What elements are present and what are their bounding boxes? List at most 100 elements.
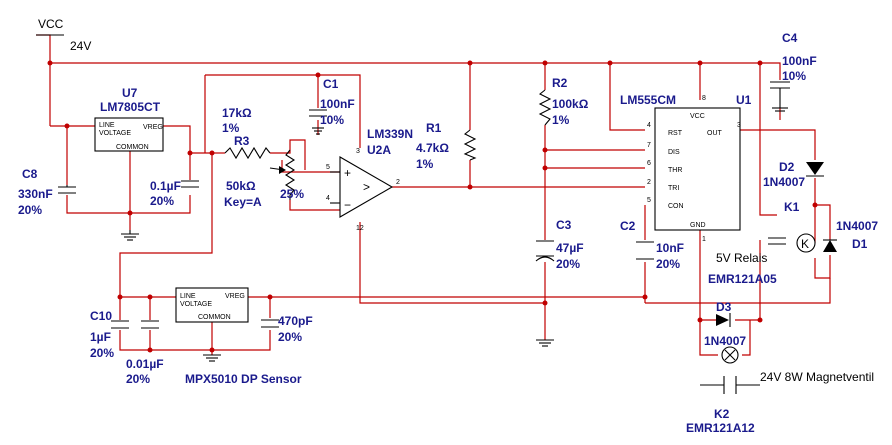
u7-common: COMMON (116, 144, 149, 151)
junctions (47, 60, 818, 353)
u1-thr: THR (668, 167, 682, 174)
capacitor-0-1uf: 0.1µF 20% (150, 179, 199, 208)
u7-part: LM7805CT (100, 100, 161, 114)
r2-ref: R2 (552, 76, 568, 90)
capacitor-470pf: 470pF 20% (261, 314, 313, 344)
r1-tol: 1% (416, 157, 434, 171)
u1-p2: 2 (647, 179, 651, 186)
svg-text:−: − (344, 198, 351, 212)
sensor-label: MPX5010 DP Sensor (185, 372, 302, 386)
c3-value: 47µF (556, 241, 584, 255)
c8-ref: C8 (22, 167, 38, 181)
c8-value: 330nF (18, 187, 53, 201)
potentiometer: 50kΩ Key=A 25% (224, 149, 304, 209)
sensor-common: COMMON (198, 314, 231, 321)
c1-ref: C1 (323, 77, 339, 91)
u1-out: OUT (707, 130, 723, 137)
u2-pin-g: 12 (356, 225, 364, 232)
c4-tol: 10% (782, 69, 806, 83)
u1-p5: 5 (647, 197, 651, 204)
diode-d1: 1N4007 D1 (823, 219, 878, 252)
sensor-line: LINE (180, 293, 196, 300)
ground-u7 (121, 230, 139, 241)
pot-key: Key=A (224, 195, 262, 209)
d3-part: 1N4007 (704, 334, 746, 348)
resistor-r1: R1 4.7kΩ 1% (416, 121, 477, 171)
k1-part: EMR121A05 (708, 272, 777, 286)
comparator-u2a: + − > 5 4 2 3 12 LM339N U2A (326, 127, 413, 232)
valve-symbol: 24V 8W Magnetventil (721, 346, 874, 384)
u1-p4: 4 (647, 122, 651, 129)
d3-ref: D3 (716, 300, 732, 314)
c-0-01uf-value: 0.01µF (126, 357, 164, 371)
r3-tol: 1% (222, 121, 240, 135)
u2-pin-minus: 4 (326, 195, 330, 202)
c2-tol: 20% (656, 257, 680, 271)
u1-p7: 7 (647, 142, 651, 149)
ground-c3 (536, 339, 554, 347)
svg-text:>: > (363, 180, 370, 194)
u1-gnd: GND (690, 222, 706, 229)
u7-vreg: VREG (143, 124, 163, 131)
u1-tri: TRI (668, 185, 679, 192)
c-0-1uf-tol: 20% (150, 194, 174, 208)
diode-d3: D3 1N4007 (704, 300, 746, 348)
resistor-r2: R2 100kΩ 1% (538, 76, 589, 127)
u2-pin-v: 3 (356, 148, 360, 155)
vcc-value: 24V (70, 39, 91, 53)
u1-rst: RST (668, 130, 683, 137)
k2-part: EMR121A12 (686, 421, 755, 435)
c3-ref: C3 (556, 218, 572, 232)
k1-ref: K1 (784, 200, 800, 214)
resistor-r3: 17kΩ 1% R3 (222, 106, 271, 160)
c-470pf-value: 470pF (278, 314, 313, 328)
c1-tol: 10% (320, 113, 344, 127)
svg-text:+: + (344, 166, 351, 180)
u2-part: LM339N (367, 127, 413, 141)
pot-pct: 25% (280, 187, 304, 201)
d1-ref: D1 (852, 237, 868, 251)
pot-value: 50kΩ (226, 179, 256, 193)
vcc-symbol: VCC 24V (36, 17, 91, 53)
c8-tol: 20% (18, 203, 42, 217)
relay-k2: K2 EMR121A12 (686, 376, 760, 435)
r1-value: 4.7kΩ (416, 141, 449, 155)
capacitor-0-01uf: 0.01µF 20% (126, 320, 164, 386)
u1-p1: 1 (702, 236, 706, 243)
c10-tol: 20% (90, 346, 114, 360)
sensor-block: LINE VOLTAGE VREG COMMON MPX5010 DP Sens… (175, 287, 302, 386)
c-470pf-tol: 20% (278, 330, 302, 344)
c10-ref: C10 (90, 309, 112, 323)
u1-p8: 8 (702, 95, 706, 102)
sensor-voltage: VOLTAGE (180, 301, 212, 308)
regulator-u7: LINE VOLTAGE VREG COMMON U7 LM7805CT (94, 86, 164, 152)
c2-value: 10nF (656, 241, 684, 255)
u2-pin-out: 2 (396, 179, 400, 186)
k1-note: 5V Relais (716, 251, 767, 265)
r2-tol: 1% (552, 113, 570, 127)
c4-ref: C4 (782, 31, 798, 45)
c1-value: 100nF (320, 97, 355, 111)
r3-value: 17kΩ (222, 106, 252, 120)
u7-voltage: VOLTAGE (99, 130, 131, 137)
capacitor-c8: C8 330nF 20% (18, 167, 76, 217)
capacitor-c4: C4 100nF 10% (770, 31, 817, 112)
d2-ref: D2 (779, 160, 795, 174)
u1-p3: 3 (737, 122, 741, 129)
capacitor-c1: C1 100nF 10% (309, 77, 355, 135)
valve-label: 24V 8W Magnetventil (760, 370, 874, 384)
timer-u1: LM555CM U1 VCC RST OUT DIS THR TRI CON G… (620, 93, 752, 243)
u7-line: LINE (99, 122, 115, 129)
r1-ref: R1 (426, 121, 442, 135)
d2-part: 1N4007 (763, 175, 805, 189)
u1-ref: U1 (736, 93, 752, 107)
u1-part: LM555CM (620, 93, 676, 107)
u1-vcc: VCC (690, 113, 705, 120)
c4-value: 100nF (782, 54, 817, 68)
c-0-1uf-value: 0.1µF (150, 179, 181, 193)
u7-ref: U7 (122, 86, 138, 100)
u2-ref: U2A (367, 143, 391, 157)
svg-text:K: K (801, 237, 809, 251)
d1-part: 1N4007 (836, 219, 878, 233)
